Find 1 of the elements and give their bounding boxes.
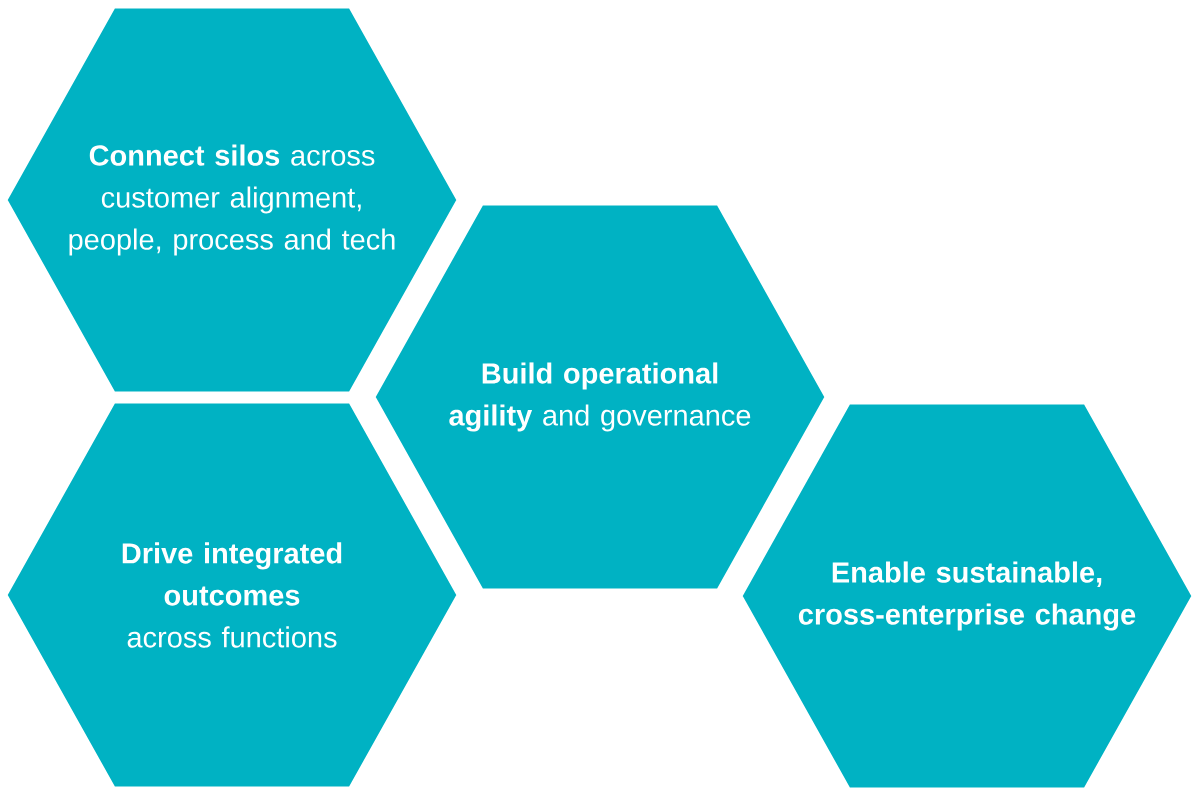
hexagon: Connect silos across customer alignment, people, process and tech (4, 5, 460, 395)
